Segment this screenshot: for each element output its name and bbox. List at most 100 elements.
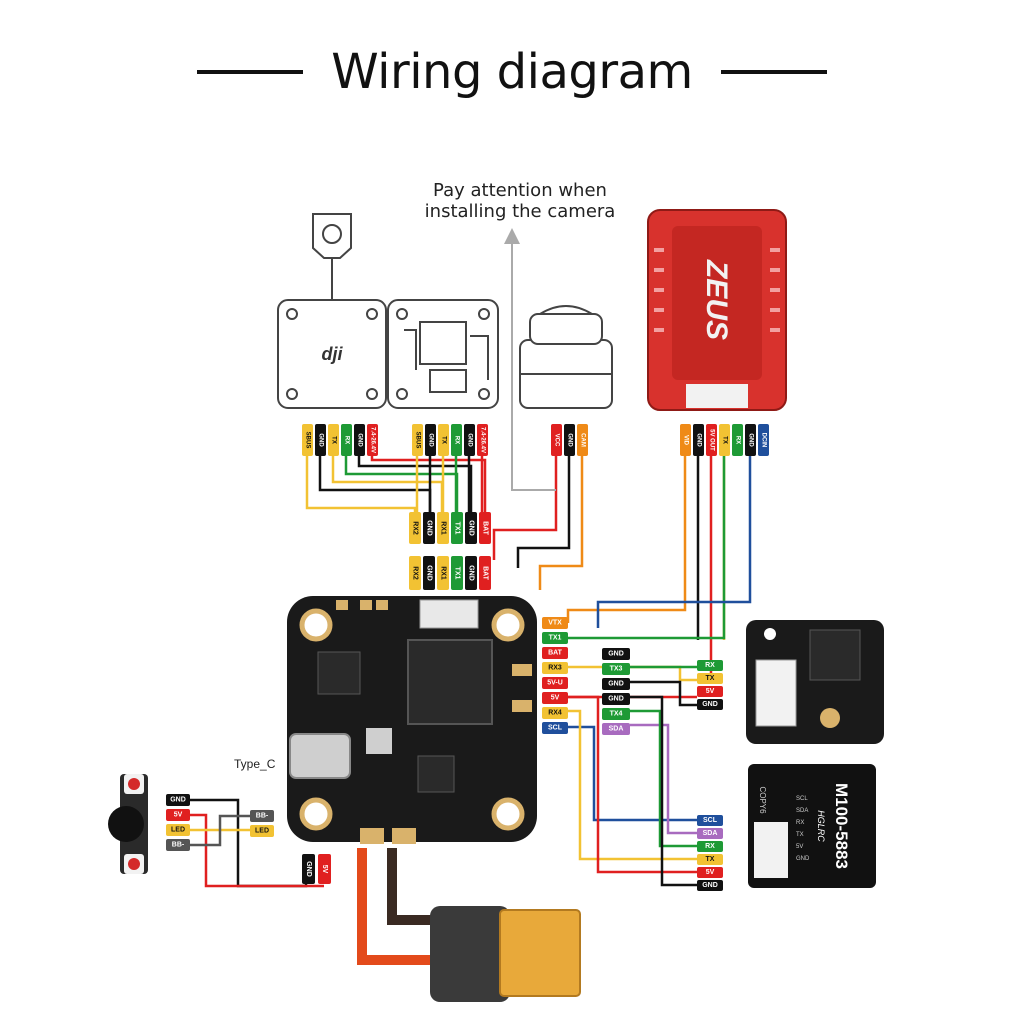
battery-connector <box>357 848 581 1002</box>
vtx-top-tag: GND <box>745 424 756 456</box>
wire <box>190 813 324 888</box>
dji-mid-tag-text: RX1 <box>440 521 447 535</box>
dji1-tag-box <box>367 424 378 456</box>
dji1-tag: GND <box>354 424 365 456</box>
cam-top-tag: CAM <box>577 424 588 456</box>
title-block: Wiring diagram <box>0 40 1024 104</box>
rx-pins-tag-text: 5V <box>706 688 715 695</box>
wire <box>331 456 444 512</box>
fc-right-b-tag-text: GND <box>608 681 624 688</box>
rx-pins-tag-box <box>697 673 723 684</box>
fc-top-tag-box <box>465 556 477 590</box>
dji2-tag: RX <box>451 424 462 456</box>
fc-top-tag: BAT <box>479 556 491 590</box>
rx-pins-tag-text: TX <box>706 675 715 682</box>
dji-mid-tag: TX1 <box>451 512 463 544</box>
wire <box>630 680 697 707</box>
dji-mid-tag: BAT <box>479 512 491 544</box>
buzzer-left-tag-box <box>166 824 190 836</box>
vtx-top-tag: GND <box>693 424 704 456</box>
fc-right-a-tag: BAT <box>542 647 568 659</box>
wire <box>357 456 473 512</box>
gps-right-tag-box <box>697 880 723 891</box>
fc-right-b-tag: TX4 <box>602 708 630 720</box>
gps-right-tag-box <box>697 854 723 865</box>
wire <box>568 695 697 874</box>
zeus-vtx: ZEUS <box>647 209 787 411</box>
dji1-tag-text: GND <box>318 433 324 447</box>
title-rule-right <box>720 70 827 74</box>
rx-pins-tag: TX <box>697 673 723 684</box>
dji-mid-tag-box <box>409 512 421 544</box>
dji2-tag: GND <box>464 424 475 456</box>
dji1-tag-box <box>302 424 313 456</box>
rx-pins-tag: 5V <box>697 686 723 697</box>
cam-top-tag-text: CAM <box>580 433 586 447</box>
fc-top-tag-text: GND <box>468 565 475 581</box>
vtx-top-tag-text: 5V OUT <box>709 429 715 451</box>
dji-mid-tag: RX1 <box>437 512 449 544</box>
buzzer <box>108 774 148 874</box>
fc-bottom-tag: 5V <box>318 854 331 884</box>
vtx-top-tag-box <box>719 424 730 456</box>
fc-right-a-tag-box <box>542 722 568 734</box>
dji2-tag-text: SBUS <box>415 432 421 449</box>
gps-right-tag-box <box>697 815 723 826</box>
vtx-top-tag: VID <box>680 424 691 456</box>
dji-mid-tag: RX2 <box>409 512 421 544</box>
buzzer-right-tag-text: LED <box>255 828 269 835</box>
fc-right-a-tag-text: VTX <box>548 620 562 627</box>
dji-mid-tag-text: BAT <box>482 521 489 536</box>
cam-top-tag-box <box>551 424 562 456</box>
buzzer-right-tag: BB- <box>250 810 274 822</box>
fc-right-b-tag: SDA <box>602 723 630 735</box>
fc-top-tag: GND <box>465 556 477 590</box>
fc-right-b-tag: GND <box>602 693 630 705</box>
fc-right-a-tag-box <box>542 692 568 704</box>
gps-right-tag-box <box>697 867 723 878</box>
gps-right-tag: SDA <box>697 828 723 839</box>
wire <box>630 695 697 887</box>
buzzer-left-tag: GND <box>166 794 190 806</box>
dji2-tag: GND <box>425 424 436 456</box>
dji1-tag-text: RX <box>344 436 350 444</box>
buzzer-left-tag-box <box>166 794 190 806</box>
fc-right-a-tag-text: RX4 <box>548 710 562 717</box>
gps-right-tag: TX <box>697 854 723 865</box>
dji-mid-tag-box <box>437 512 449 544</box>
dji2-tag-text: RX <box>454 436 460 444</box>
wire <box>630 709 697 848</box>
cam-top-tag-text: VCC <box>554 434 560 447</box>
dji2-tag: 7.4-26.4V <box>477 424 488 456</box>
fc-right-b-tag-text: GND <box>608 651 624 658</box>
dji2-tag-box <box>451 424 462 456</box>
fc-top-tag-box <box>437 556 449 590</box>
dji-air-unit: dji <box>277 213 387 409</box>
dji1-tag-text: 7.4-26.4V <box>370 427 376 453</box>
gps-right-tag: SCL <box>697 815 723 826</box>
fc-bottom-tag: GND <box>302 854 315 884</box>
gps-pin-text: SDA <box>796 808 808 814</box>
fc-top-tag-box <box>423 556 435 590</box>
fc-right-a-tag-text: RX3 <box>548 665 562 672</box>
rx-pins-tag-text: RX <box>705 662 715 669</box>
type-c-label: Type_C <box>234 757 276 771</box>
gps-side-text: COPY6 <box>758 786 767 814</box>
gps-right-tag-box <box>697 841 723 852</box>
fc-right-a-tag-text: 5V <box>551 695 560 702</box>
dji1-tag-text: SBUS <box>305 432 311 449</box>
wire <box>190 814 250 847</box>
vtx-brand: ZEUS <box>700 259 733 340</box>
flight-controller <box>287 596 537 844</box>
dji1-tag: 7.4-26.4V <box>367 424 378 456</box>
dji1-tag: RX <box>341 424 352 456</box>
receiver-module <box>746 620 884 744</box>
vtx-top-tag-text: GND <box>696 433 702 447</box>
fc-right-a-tag-text: TX1 <box>549 635 562 642</box>
page-title: Wiring diagram <box>331 44 693 100</box>
dji1-tag: SBUS <box>302 424 313 456</box>
dji2-tag-box <box>438 424 449 456</box>
